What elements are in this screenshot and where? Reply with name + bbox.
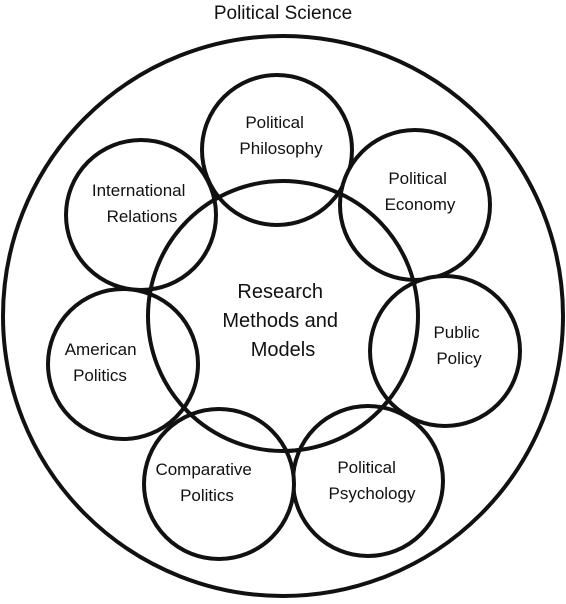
label-comparative-politics-line-1: Comparative: [155, 460, 251, 479]
circle-political-psychology: [291, 404, 445, 558]
label-public-policy-line-1: Public: [433, 323, 480, 342]
label-political-psychology: Political Psychology: [329, 458, 416, 503]
circle-international-relations: [64, 138, 218, 292]
label-political-philosophy-line-1: Political: [245, 113, 304, 132]
label-international-relations: International Relations: [92, 181, 190, 226]
label-political-philosophy-line-2: Philosophy: [239, 139, 323, 158]
label-political-psychology-line-1: Political: [337, 458, 396, 477]
circle-american-politics: [46, 287, 200, 441]
diagram-title: Political Science: [214, 3, 352, 24]
label-american-politics-line-2: Politics: [73, 366, 127, 385]
center-label-line-1: Research: [237, 281, 323, 303]
label-political-philosophy: Political Philosophy: [239, 113, 323, 158]
center-label-line-3: Models: [251, 339, 315, 361]
label-political-economy-line-1: Political: [388, 169, 447, 188]
label-american-politics-line-1: American: [65, 340, 137, 359]
label-comparative-politics-line-2: Politics: [180, 486, 234, 505]
label-political-psychology-line-2: Psychology: [329, 484, 416, 503]
circle-public-policy: [368, 274, 522, 428]
label-comparative-politics: Comparative Politics: [155, 460, 256, 505]
circle-comparative-politics: [142, 407, 296, 561]
label-public-policy-line-2: Policy: [436, 349, 482, 368]
label-public-policy: Public Policy: [433, 323, 484, 368]
center-label: Research Methods and Models: [222, 281, 343, 361]
center-circle-outline: [146, 179, 420, 453]
center-label-line-2: Methods and: [222, 310, 338, 332]
label-political-economy-line-2: Economy: [385, 195, 456, 214]
label-political-economy: Political Economy: [385, 169, 456, 214]
label-international-relations-line-2: Relations: [107, 207, 178, 226]
label-american-politics: American Politics: [65, 340, 142, 385]
label-international-relations-line-1: International: [92, 181, 186, 200]
